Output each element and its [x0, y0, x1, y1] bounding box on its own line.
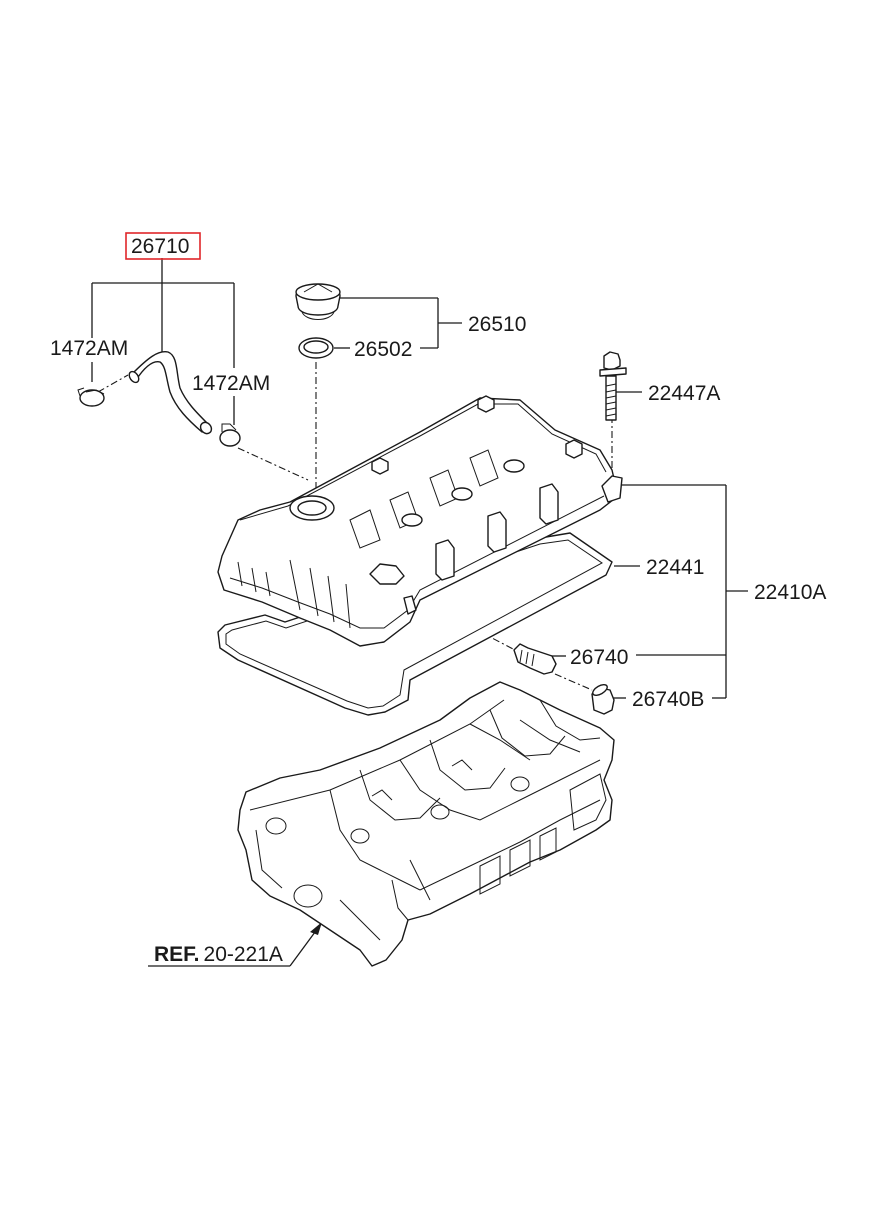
label-cap-assembly: 26510: [468, 313, 526, 336]
rocker-cover: [217, 395, 623, 647]
cap-gasket: [298, 337, 334, 359]
ref-prefix: REF.: [154, 943, 200, 966]
oil-filler-cap: [295, 283, 341, 320]
highlight-box: [125, 232, 201, 260]
pcv-hose: [128, 351, 213, 435]
label-ref: REF.20-221A: [154, 943, 283, 966]
pcv-valve: [513, 643, 557, 675]
cover-bolt: [599, 351, 627, 421]
leader-lines: [91, 258, 748, 967]
label-bolt: 22447A: [648, 382, 720, 405]
cylinder-head: [237, 681, 615, 967]
callout-labels: 26710 1472AM 1472AM 26510 26502 22447A 2…: [50, 232, 826, 966]
label-grommet: 26740B: [632, 688, 704, 711]
hose-clamp-left: [77, 387, 105, 407]
label-pcv-valve: 26740: [570, 646, 628, 669]
label-hose: 26710: [131, 235, 189, 258]
pcv-grommet: [591, 684, 615, 715]
label-cap-gasket: 26502: [354, 338, 412, 361]
label-clamp-left: 1472AM: [50, 337, 128, 360]
label-cover-gasket: 22441: [646, 556, 704, 579]
hose-clamp-right: [219, 423, 241, 447]
label-cover-assembly: 22410A: [754, 581, 826, 604]
ref-value: 20-221A: [204, 943, 283, 966]
label-clamp-right: 1472AM: [192, 372, 270, 395]
